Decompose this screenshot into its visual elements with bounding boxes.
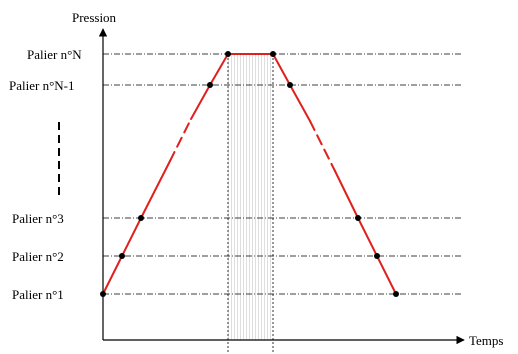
plateau-shaded-band <box>228 54 273 340</box>
level-label-palier-3: Palier n°3 <box>12 211 64 226</box>
curve-ramp-down-dashed <box>309 120 336 172</box>
curve-ramp-down-1 <box>272 53 291 86</box>
curve-ramp-up-1 <box>102 255 123 295</box>
curve-ramp-down-3 <box>334 170 359 219</box>
point-palier-3-down <box>355 215 361 221</box>
level-label-palier-2: Palier n°2 <box>12 249 64 264</box>
point-palier-1-up <box>100 291 106 297</box>
curve-ramp-down-5 <box>376 255 397 295</box>
curve-points <box>100 51 399 297</box>
point-palier-n-end <box>270 51 276 57</box>
level-label-palier-n1: Palier n°N-1 <box>9 78 75 93</box>
level-label-palier-1: Palier n°1 <box>12 287 64 302</box>
point-palier-2-up <box>119 253 125 259</box>
curve-ramp-up-3 <box>140 160 171 219</box>
point-palier-n1-down <box>287 82 293 88</box>
plateau-boundaries <box>227 54 274 354</box>
curve-ramp-up-dashed <box>169 118 192 162</box>
level-gridlines <box>103 53 463 295</box>
curve-ramp-up-4 <box>190 84 211 120</box>
pressure-curve <box>102 53 397 295</box>
curve-ramp-up-2 <box>121 217 142 257</box>
point-palier-n1-up <box>207 82 213 88</box>
x-axis-label: Temps <box>469 333 503 348</box>
curve-ramp-up-5 <box>209 53 229 86</box>
curve-ramp-down-4 <box>357 217 378 257</box>
point-palier-n-start <box>225 51 231 57</box>
curve-ramp-down-2 <box>289 84 311 122</box>
point-palier-1-down <box>393 291 399 297</box>
level-label-palier-n: Palier n°N <box>27 47 82 62</box>
y-axis-label: Pression <box>72 10 117 25</box>
point-palier-2-down <box>374 253 380 259</box>
point-palier-3-up <box>138 215 144 221</box>
